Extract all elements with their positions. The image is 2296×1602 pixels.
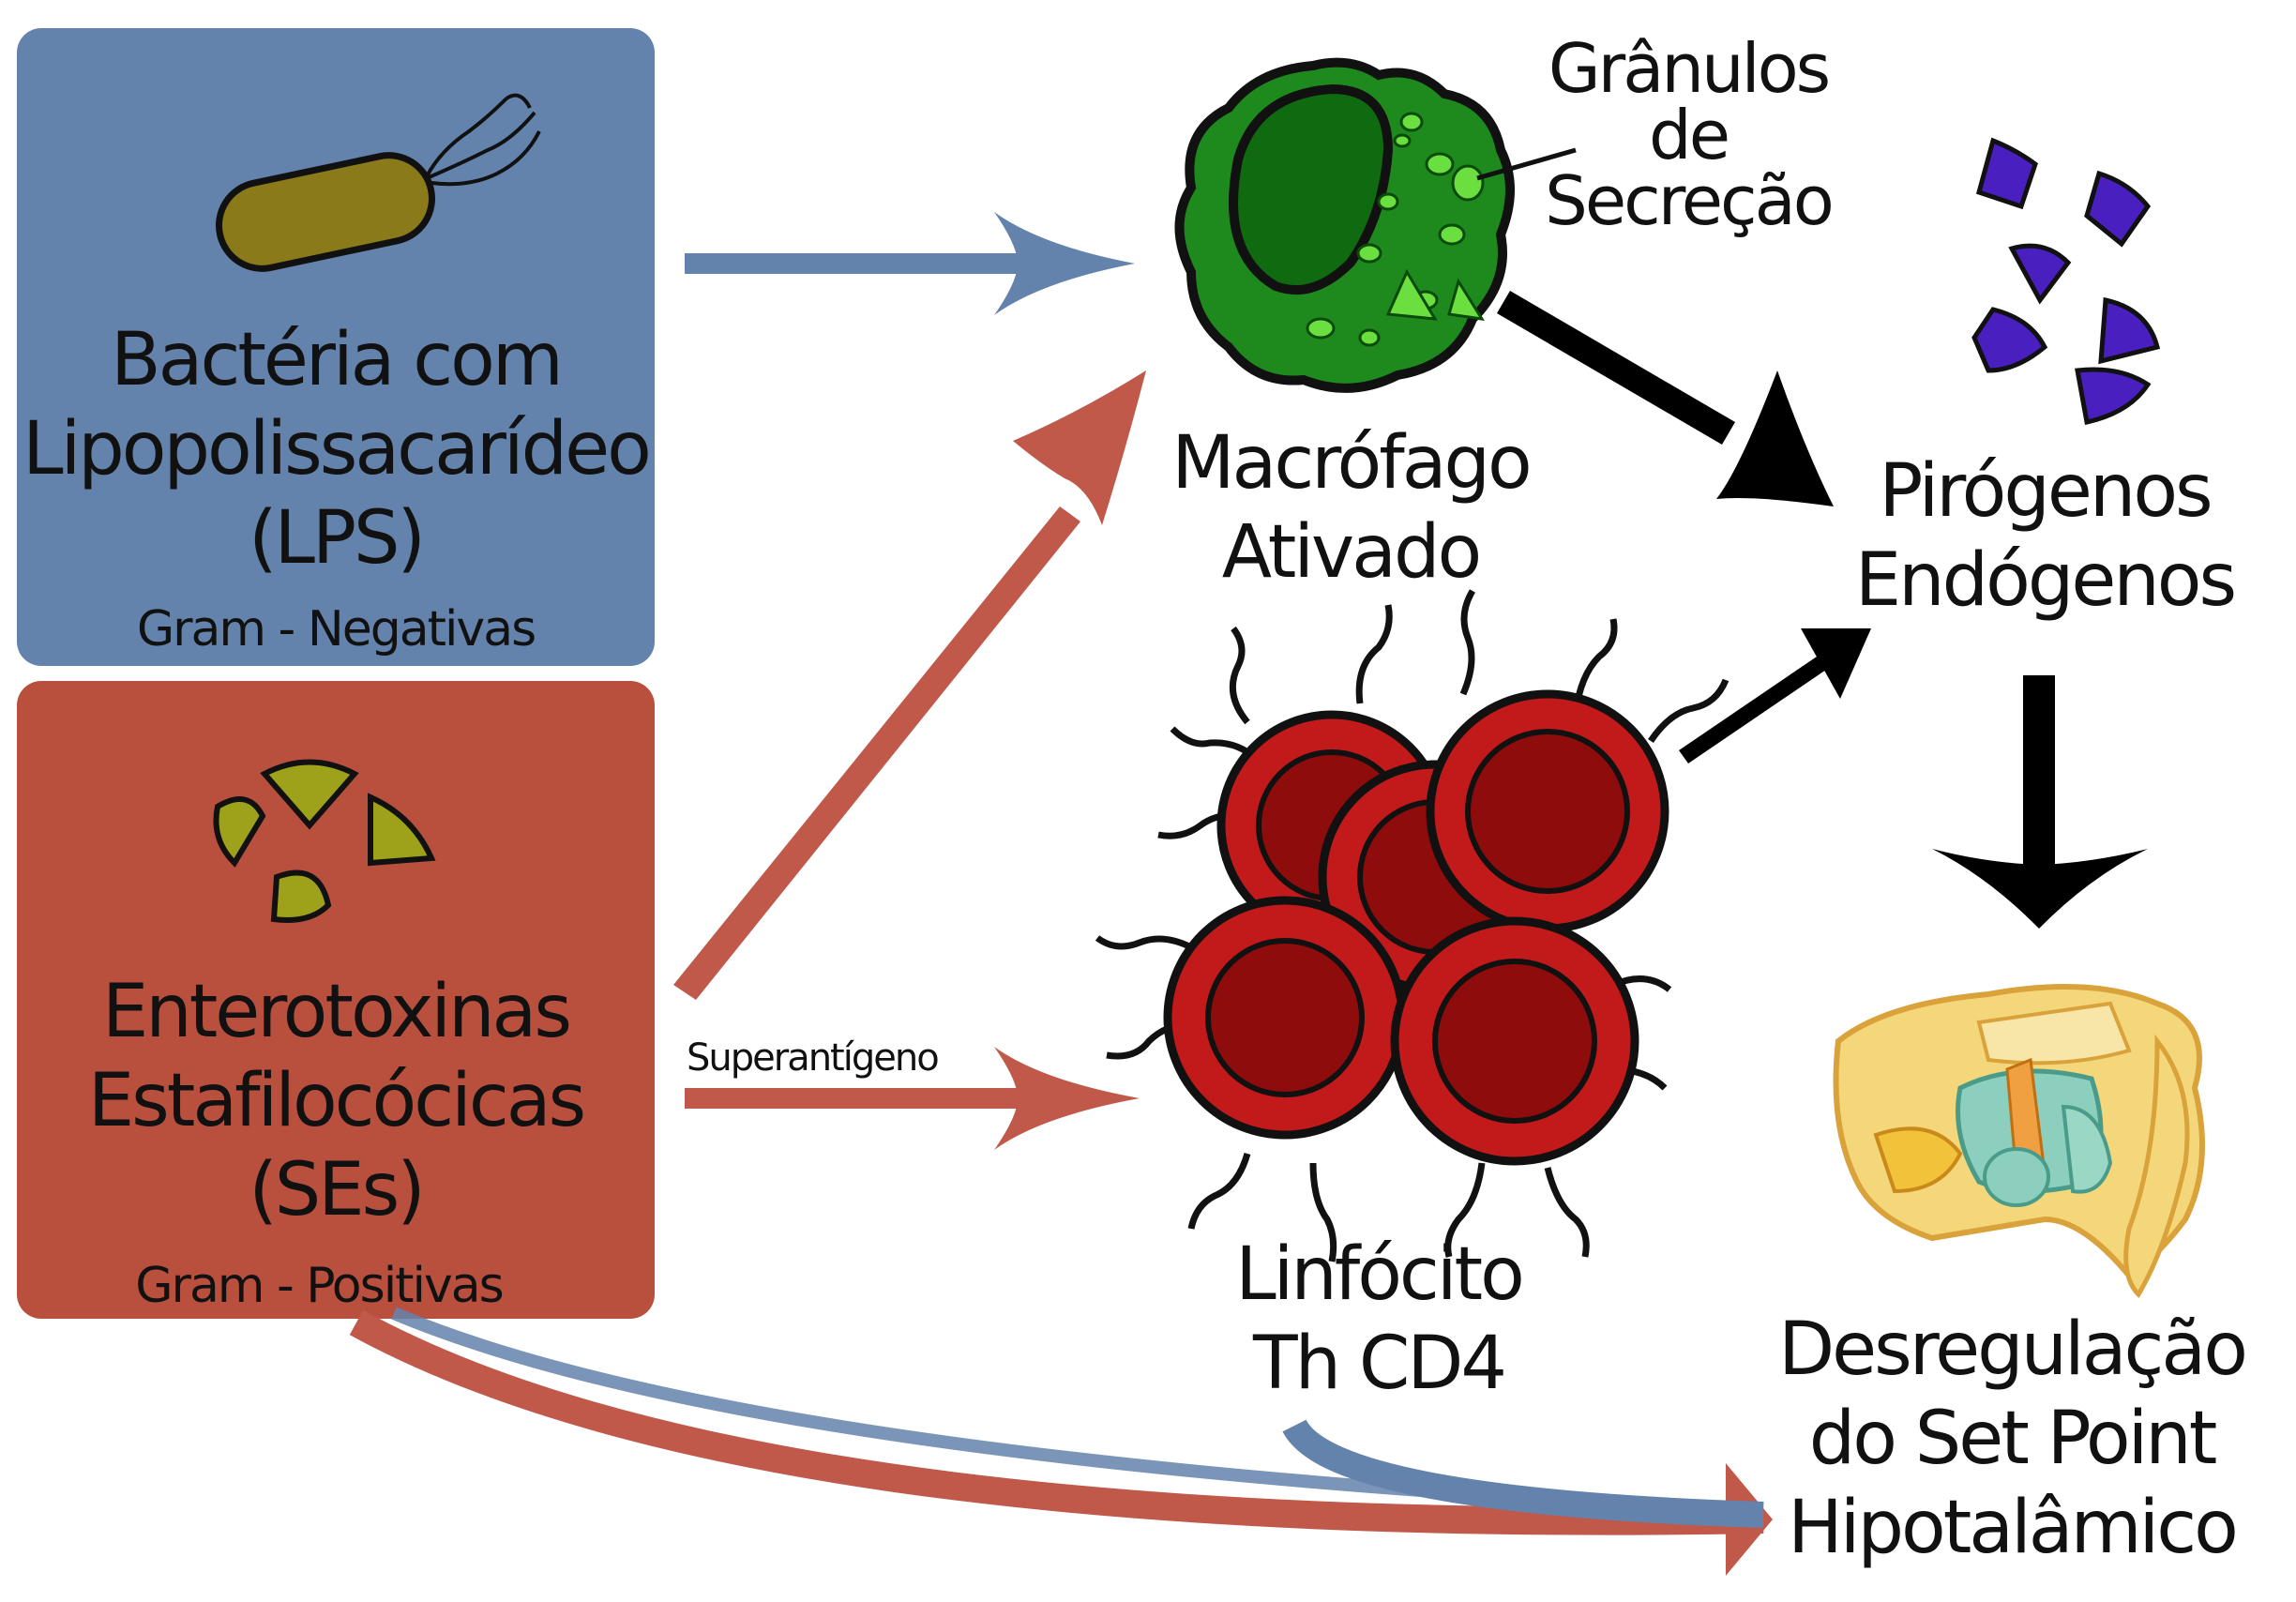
enterotoxin-label-line: (SEs)	[249, 1148, 425, 1232]
superantigen-label: Superantígeno	[687, 1036, 940, 1080]
granules-label-line: Grânulos	[1548, 29, 1831, 108]
arrow-se-to-lymphocyte	[685, 1047, 1140, 1150]
lps-label: Bactéria com Lipopolissacarídeo (LPS)	[17, 324, 655, 591]
pyrogen-icon	[1971, 137, 2161, 426]
lymphocyte-label: Linfócito Th CD4	[1154, 1238, 1604, 1416]
lymphocyte-villi	[1095, 589, 1730, 1262]
lps-label-line: Lipopolissacarídeo	[23, 407, 652, 491]
lymphocyte-label-line: Th CD4	[1252, 1322, 1507, 1406]
gram-negative-label: Gram - Negativas	[136, 601, 536, 657]
lps-box	[17, 28, 655, 666]
lps-label-line: Bactéria com	[111, 318, 564, 402]
arrow-se-to-macrophage	[673, 370, 1146, 1000]
enterotoxin-icon	[213, 759, 436, 923]
macrophage-label-line: Ativado	[1221, 510, 1482, 595]
enterotoxin-label: Enterotoxinas Estafilocócicas (SEs)	[17, 975, 655, 1243]
gram-positive-label: Gram - Positivas	[135, 1258, 504, 1314]
pyrogens-label: Pirógenos Endógenos	[1801, 455, 2288, 633]
macrophage-label-line: Macrófago	[1171, 421, 1533, 506]
lymphocyte-cluster-icon	[1095, 589, 1730, 1262]
enterotoxin-label-line: Estafilocócicas	[87, 1059, 586, 1143]
granules-label-line: Secreção	[1545, 161, 1835, 241]
arrow-lymphocyte-to-pyrogens	[1679, 628, 1871, 763]
dysregulation-label-line: Desregulação	[1778, 1307, 2248, 1392]
dysregulation-label: Desregulação do Set Point Hipotalâmico	[1754, 1313, 2270, 1580]
dysregulation-label-line: Hipotalâmico	[1788, 1486, 2239, 1570]
arrow-lps-to-macrophage	[685, 212, 1135, 315]
enterotoxin-label-line: Enterotoxinas	[102, 970, 572, 1054]
lymphocyte-label-line: Linfócito	[1235, 1232, 1525, 1317]
dysregulation-label-line: do Set Point	[1808, 1397, 2218, 1481]
bacterium-icon	[216, 93, 541, 272]
macrophage-icon	[1174, 57, 1577, 393]
pyrogens-label-line: Pirógenos	[1879, 449, 2213, 534]
arrow-lymphocyte-to-hypothalamus	[391, 1307, 1764, 1528]
hypothalamus-icon	[1833, 984, 2205, 1299]
granules-label: Grânulos de Secreção	[1501, 29, 1876, 241]
arrow-macrophage-to-pyrogens	[1497, 291, 1834, 506]
lps-label-line: (LPS)	[249, 496, 426, 581]
pyrogens-label-line: Endógenos	[1854, 538, 2237, 623]
lymphocyte-cell	[1426, 689, 1669, 933]
lymphocyte-cell	[1390, 916, 1639, 1166]
arrow-pyrogens-to-hypothalamus	[1932, 675, 2148, 929]
lymphocyte-cell	[1163, 896, 1407, 1140]
macrophage-label: Macrófago Ativado	[1116, 427, 1585, 605]
granules-label-line: de	[1649, 95, 1730, 174]
